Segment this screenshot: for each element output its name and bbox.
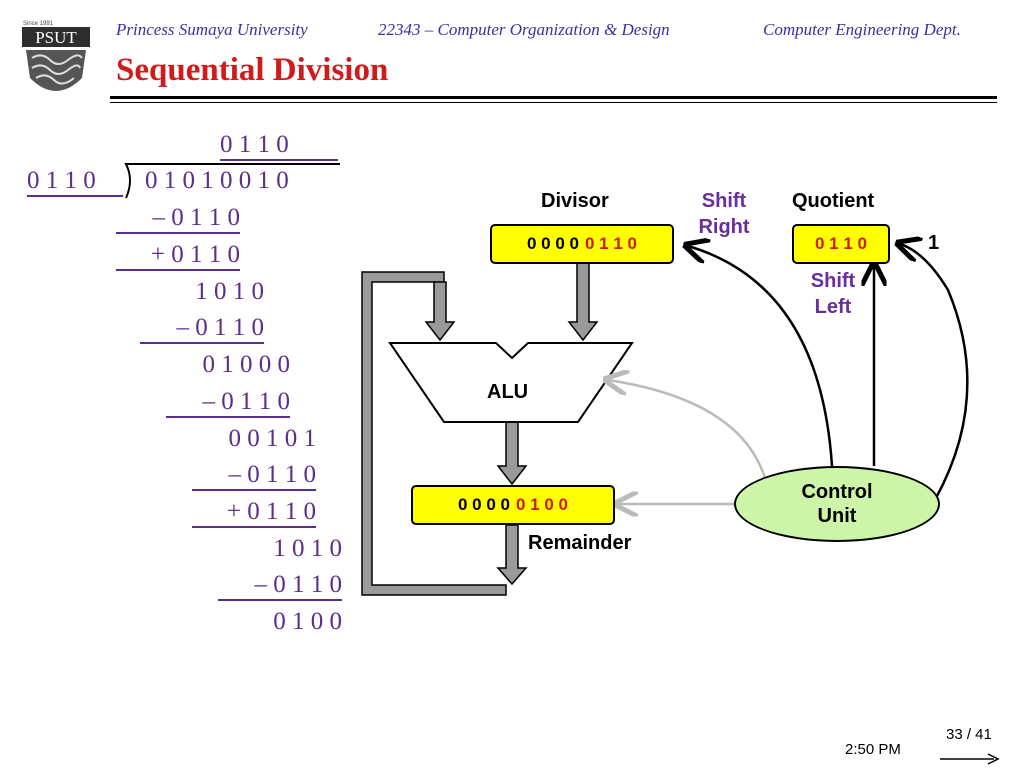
division-step: – 0 1 1 0	[192, 461, 316, 491]
header-course: 22343 – Computer Organization & Design	[378, 20, 670, 39]
remainder-register: 0 0 0 0 0 1 0 0	[411, 485, 615, 525]
division-step: – 0 1 1 0	[116, 204, 240, 234]
divisor-register: 0 0 0 0 0 1 1 0	[490, 224, 674, 264]
remainder-out-arrow	[496, 524, 528, 586]
divisor-label: Divisor	[541, 190, 609, 212]
shift-left-label-line2: Left	[814, 296, 852, 318]
division-step: – 0 1 1 0	[166, 388, 290, 418]
shift-right-label-line2: Right	[698, 216, 750, 238]
division-step: + 0 1 1 0	[116, 241, 240, 271]
remainder-register-upper: 0 0 0 0	[458, 495, 510, 514]
division-step: 1 0 1 0	[195, 278, 264, 305]
division-step: 0 1 0 0 0	[202, 351, 291, 378]
control-to-divisor	[688, 246, 834, 467]
divisor-register-upper: 0 0 0 0	[527, 234, 579, 253]
control-to-alu	[608, 380, 767, 479]
control-loop-to-quotient	[900, 244, 969, 499]
quotient-input-bit: 1	[928, 232, 940, 254]
quotient-register-value: 0 1 1 0	[815, 234, 867, 253]
control-unit: Control Unit	[734, 466, 940, 542]
divisor-to-alu-arrow	[567, 262, 599, 342]
division-dividend: 0 1 0 1 0 0 1 0	[145, 167, 289, 194]
divisor-register-lower: 0 1 1 0	[585, 234, 637, 253]
shift-left-label: Shift Left	[802, 268, 864, 320]
division-step: 0 1 0 0	[273, 608, 342, 635]
remainder-label: Remainder	[528, 532, 632, 554]
next-slide-arrow-icon[interactable]	[938, 752, 1002, 766]
division-bracket	[124, 163, 340, 199]
psut-logo: Since 1991 PSUT	[20, 18, 92, 104]
division-step: + 0 1 1 0	[192, 498, 316, 528]
quotient-register: 0 1 1 0	[792, 224, 890, 264]
division-step: 1 0 1 0	[273, 535, 342, 562]
svg-text:Since 1991: Since 1991	[23, 21, 54, 27]
shift-right-label: Shift Right	[689, 188, 759, 240]
alu-label: ALU	[487, 381, 529, 403]
control-unit-line1: Control	[801, 481, 873, 503]
remainder-register-lower: 0 1 0 0	[516, 495, 568, 514]
header-university: Princess Sumaya University	[116, 20, 308, 39]
slide-title: Sequential Division	[116, 52, 389, 88]
shift-left-label-line1: Shift	[810, 270, 856, 292]
title-rule	[110, 96, 997, 99]
division-step: – 0 1 1 0	[218, 571, 342, 601]
division-divisor: 0 1 1 0	[27, 167, 123, 197]
division-quotient: 0 1 1 0	[220, 131, 338, 161]
alu-shape	[388, 342, 634, 423]
slide-time: 2:50 PM	[845, 741, 901, 758]
alu-to-remainder-arrow	[496, 421, 528, 486]
division-step: – 0 1 1 0	[140, 314, 264, 344]
title-rule-thin	[110, 102, 997, 103]
page-number: 33 / 41	[946, 726, 992, 743]
alu-left-input-arrow	[424, 281, 456, 342]
division-step: 0 0 1 0 1	[228, 425, 317, 452]
shift-right-label-line1: Shift	[701, 190, 747, 212]
quotient-label: Quotient	[792, 190, 875, 212]
control-unit-line2: Unit	[817, 505, 857, 527]
header-dept: Computer Engineering Dept.	[763, 20, 961, 39]
svg-text:PSUT: PSUT	[35, 28, 77, 47]
